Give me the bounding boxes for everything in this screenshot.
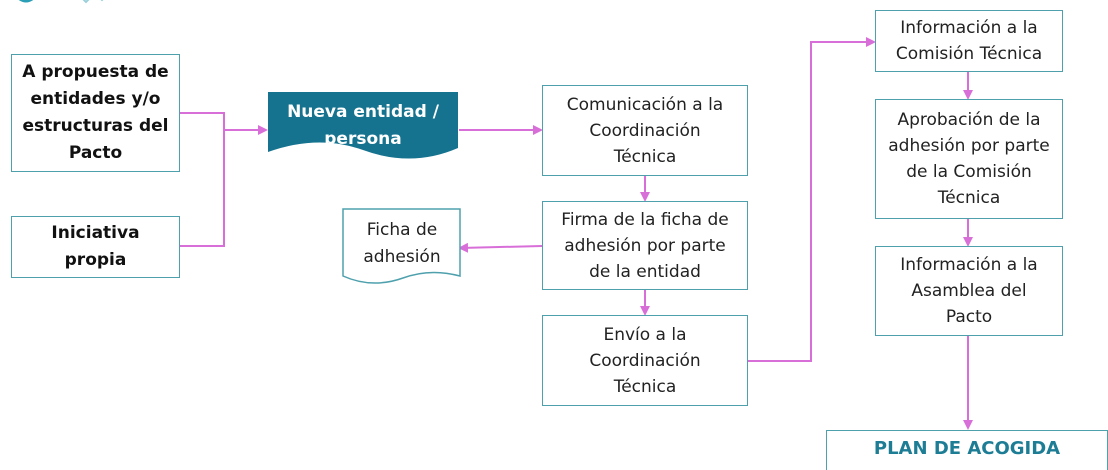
node-propuesta-line: Pacto: [68, 143, 123, 163]
node-envio: Envío a la Coordinación Técnica: [542, 315, 748, 406]
node-nueva-entidad: Nueva entidad / persona: [268, 93, 458, 159]
node-aprobacion-line: Aprobación de la: [897, 110, 1041, 130]
node-nueva-line: persona: [324, 129, 402, 149]
connector-propuesta: [180, 112, 225, 130]
node-ficha-line: adhesión: [363, 247, 441, 267]
node-aprobacion-line: Técnica: [937, 188, 1001, 208]
node-info-asamblea: Información a la Asamblea del Pacto: [875, 246, 1063, 336]
node-firma-line: de la entidad: [589, 261, 701, 282]
node-comunicacion: Comunicación a la Coordinación Técnica: [542, 85, 748, 176]
connector-envio-to-comision: [748, 37, 876, 362]
connector-firma-to-ficha: [458, 242, 543, 253]
node-comunicacion-line: Coordinación: [589, 120, 701, 141]
ficha-document-shape: [342, 208, 461, 284]
logo-icon: [18, 0, 104, 4]
node-propuesta-line: estructuras del: [22, 116, 169, 136]
node-ficha-adhesion: Ficha de adhesión: [344, 208, 460, 280]
node-plan-acogida: PLAN DE ACOGIDA: [826, 430, 1108, 470]
node-iniciativa: Iniciativa propia: [11, 216, 180, 278]
node-envio-line: Técnica: [613, 376, 677, 397]
node-firma-line: adhesión por parte: [564, 235, 726, 256]
node-envio-line: Coordinación: [589, 350, 701, 371]
node-firma-line: Firma de la ficha de: [561, 209, 729, 230]
node-aprobacion-line: de la Comisión: [906, 162, 1032, 182]
node-comunicacion-line: Técnica: [613, 146, 677, 167]
node-envio-line: Envío a la: [603, 324, 687, 345]
node-info-asamblea-line: Asamblea del: [911, 281, 1027, 301]
node-info-comision: Información a la Comisión Técnica: [875, 10, 1063, 72]
connector-iniciativa: [180, 130, 225, 247]
node-info-asamblea-line: Pacto: [945, 307, 993, 327]
node-nueva-line: Nueva entidad /: [287, 102, 439, 122]
node-iniciativa-line: Iniciativa: [51, 223, 140, 243]
node-info-asamblea-line: Información a la: [900, 255, 1038, 275]
node-ficha-line: Ficha de: [366, 220, 438, 240]
node-propuesta: A propuesta de entidades y/o estructuras…: [11, 54, 180, 172]
node-aprobacion-line: adhesión por parte: [888, 136, 1050, 156]
node-comunicacion-line: Comunicación a la: [566, 94, 724, 115]
node-info-comision-line: Información a la: [900, 18, 1038, 38]
node-propuesta-line: A propuesta de: [22, 62, 169, 82]
node-aprobacion: Aprobación de la adhesión por parte de l…: [875, 99, 1063, 219]
nueva-entidad-shape: [268, 92, 458, 159]
node-firma: Firma de la ficha de adhesión por parte …: [542, 201, 748, 290]
node-plan-label: PLAN DE ACOGIDA: [873, 438, 1061, 459]
node-iniciativa-line: propia: [64, 250, 127, 270]
node-propuesta-line: entidades y/o: [30, 89, 161, 109]
node-info-comision-line: Comisión Técnica: [895, 44, 1043, 64]
